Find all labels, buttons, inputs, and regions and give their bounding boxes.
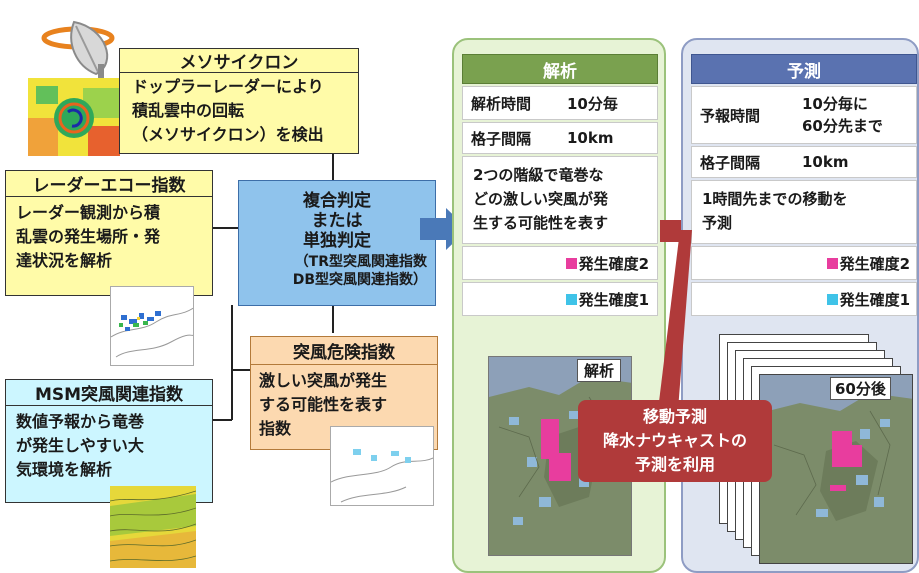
forecast-level1-row: 発生確度1 [691, 282, 917, 316]
forecast-description: 1時間先までの移動を 予測 [691, 180, 917, 244]
forecast-time-row: 予報時間 10分毎に 60分先まで [691, 86, 917, 144]
analysis-header: 解析 [462, 54, 658, 84]
combined-judgment-box: 複合判定 または 単独判定 （TR型突風関連指数 DB型突風関連指数） [238, 180, 436, 306]
combined-sub-line: DB型突風関連指数） [292, 272, 427, 288]
movement-line: 予測を利用 [634, 455, 715, 474]
forecast-time-value: 60分先まで [802, 117, 883, 135]
level2-swatch [826, 257, 838, 269]
analysis-grid-value: 10km [567, 129, 614, 147]
gust-risk-map-image [330, 426, 434, 506]
msm-line: 数値予報から竜巻 [16, 412, 145, 431]
analysis-map-label: 解析 [577, 359, 622, 382]
msm-line: 気環境を解析 [16, 460, 113, 479]
forecast-grid-value: 10km [802, 153, 849, 171]
analysis-time-row: 解析時間 10分毎 [462, 86, 658, 120]
forecast-time-label: 予報時間 [700, 106, 761, 125]
forecast-level2-label: 発生確度2 [839, 254, 910, 273]
movement-line: 移動予測 [642, 407, 707, 426]
gust-risk-line: 激しい突風が発生 [259, 371, 388, 390]
msm-line: が発生しやすい大 [16, 436, 144, 455]
analysis-description: 2つの階級で竜巻な どの激しい突風が発 生する可能性を表す [462, 156, 658, 244]
level1-swatch [826, 293, 838, 305]
analysis-panel: 解析 解析時間 10分毎 格子間隔 10km 2つの階級で竜巻な どの激しい突風… [452, 38, 666, 573]
movement-callout-pointer [658, 230, 692, 410]
analysis-time-value: 10分毎 [567, 94, 618, 113]
radar-echo-map-image [110, 286, 194, 366]
forecast-level1-label: 発生確度1 [839, 290, 910, 309]
gust-risk-title: 突風危険指数 [251, 337, 437, 365]
gust-risk-line: する可能性を表す [259, 395, 388, 414]
msm-title: MSM突風関連指数 [6, 380, 212, 406]
movement-prediction-box: 移動予測 降水ナウキャストの 予測を利用 [578, 400, 772, 482]
forecast-level2-row: 発生確度2 [691, 246, 917, 280]
mesocyclone-line: ドップラーレーダーにより [132, 77, 324, 96]
radar-echo-title: レーダーエコー指数 [6, 171, 212, 197]
forecast-grid-row: 格子間隔 10km [691, 146, 917, 178]
analysis-desc-line: 2つの階級で竜巻な [473, 166, 604, 184]
analysis-desc-line: どの激しい突風が発 [473, 190, 609, 208]
analysis-grid-label: 格子間隔 [471, 129, 532, 148]
analysis-level2-row: 発生確度2 [462, 246, 658, 280]
radar-echo-line: 達状況を解析 [16, 251, 113, 270]
analysis-level2-label: 発生確度2 [578, 254, 649, 273]
mesocyclone-box: メソサイクロン ドップラーレーダーにより 積乱雲中の回転 （メソサイクロン）を検… [119, 48, 359, 154]
forecast-desc-line: 予測 [702, 214, 733, 232]
combined-line: 単独判定 [303, 231, 371, 251]
forecast-time-value: 10分毎に [802, 95, 868, 113]
analysis-level1-label: 発生確度1 [578, 290, 649, 309]
forecast-desc-line: 1時間先までの移動を [702, 190, 848, 208]
level2-swatch [565, 257, 577, 269]
analysis-time-label: 解析時間 [471, 94, 532, 113]
movement-line: 降水ナウキャストの [602, 431, 747, 450]
radar-echo-line: 乱雲の発生場所・発 [16, 227, 161, 246]
forecast-panel: 予測 予報時間 10分毎に 60分先まで 格子間隔 10km 1時間先までの移動… [681, 38, 919, 573]
analysis-desc-line: 生する可能性を表す [473, 214, 609, 232]
forecast-header: 予測 [691, 54, 917, 84]
msm-map-image [110, 486, 196, 568]
mesocyclone-radar-image [28, 78, 120, 156]
mesocyclone-title: メソサイクロン [120, 49, 358, 73]
mesocyclone-line: 積乱雲中の回転 [132, 101, 245, 120]
radar-echo-box: レーダーエコー指数 レーダー観測から積 乱雲の発生場所・発 達状況を解析 [5, 170, 213, 296]
combined-line: または [311, 211, 363, 231]
mesocyclone-line: （メソサイクロン）を検出 [132, 125, 324, 144]
radar-antenna-icon [41, 20, 115, 86]
msm-box: MSM突風関連指数 数値予報から竜巻 が発生しやすい大 気環境を解析 [5, 379, 213, 503]
forecast-grid-label: 格子間隔 [700, 153, 761, 172]
combined-line: 複合判定 [303, 191, 371, 211]
forecast-map-label: 60分後 [830, 377, 891, 400]
gust-risk-line: 指数 [259, 419, 292, 438]
analysis-grid-row: 格子間隔 10km [462, 122, 658, 154]
forecast-map-image: 60分後 [759, 374, 913, 564]
level1-swatch [565, 293, 577, 305]
radar-echo-line: レーダー観測から積 [16, 203, 161, 222]
combined-sub-line: （TR型突風関連指数 [294, 254, 427, 270]
analysis-level1-row: 発生確度1 [462, 282, 658, 316]
